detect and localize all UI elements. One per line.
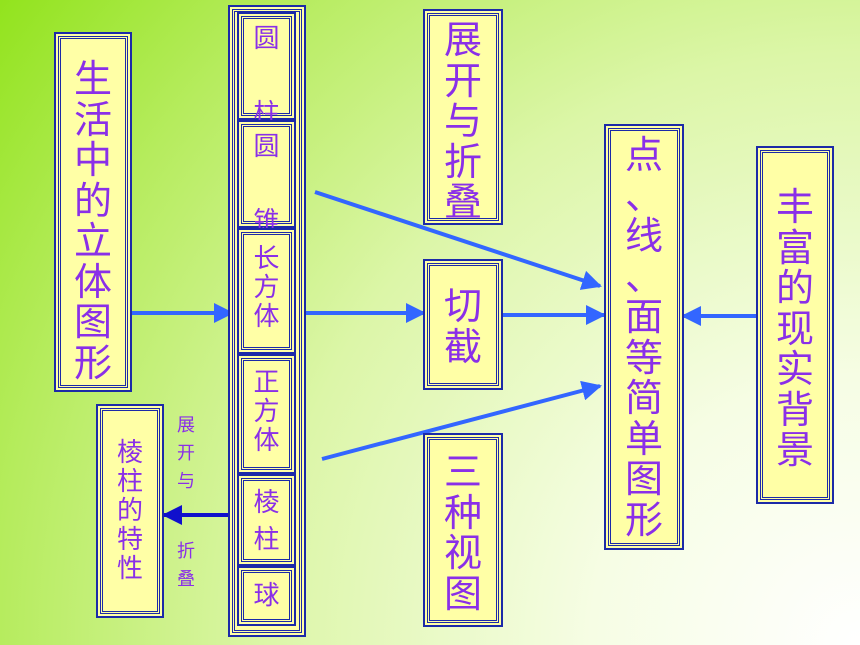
node-unfold-fold-label: 展开与折叠 — [443, 18, 482, 224]
solid-prism-label: 棱柱 — [253, 488, 280, 555]
node-prism-properties-label: 棱柱的特性 — [116, 438, 143, 584]
solid-cube-label: 正方体 — [253, 368, 280, 456]
node-life-solids-label: 生活中的立体图形 — [73, 57, 112, 385]
node-life-solids: 生活中的立体图形 — [58, 36, 128, 388]
node-simple-shapes-label: 点、线、面等简单图形 — [624, 133, 663, 542]
node-rich-background: 丰富的现实背景 — [760, 150, 830, 500]
edge-label-top: 展开与 — [177, 415, 195, 492]
arrow-unfold-to-simple-shapes — [314, 190, 602, 290]
solid-cone: 圆锥 — [241, 124, 292, 237]
node-rich-background-label: 丰富的现实背景 — [775, 185, 814, 472]
solid-cube: 正方体 — [241, 358, 292, 470]
node-prism-properties: 棱柱的特性 — [100, 408, 160, 614]
node-three-views-label: 三种视图 — [443, 450, 482, 616]
solid-sphere: 球 — [241, 570, 292, 622]
solid-cone-label: 圆锥 — [253, 132, 280, 237]
node-cutting-label: 切截 — [443, 284, 482, 369]
solid-cuboid-label: 长方体 — [253, 244, 280, 332]
node-unfold-fold: 展开与折叠 — [427, 13, 499, 224]
solid-prism: 棱柱 — [241, 478, 292, 562]
node-cutting: 切截 — [427, 263, 499, 386]
node-three-views: 三种视图 — [427, 437, 499, 623]
node-simple-shapes: 点、线、面等简单图形 — [608, 128, 680, 546]
solid-cylinder-label: 圆柱 — [253, 24, 280, 129]
arrow-views-to-simple-shapes — [321, 380, 602, 461]
solid-sphere-label: 球 — [253, 581, 280, 611]
solid-cuboid: 长方体 — [241, 232, 292, 350]
edge-label-bottom: 折叠 — [177, 541, 195, 590]
solid-cylinder: 圆柱 — [241, 16, 292, 129]
